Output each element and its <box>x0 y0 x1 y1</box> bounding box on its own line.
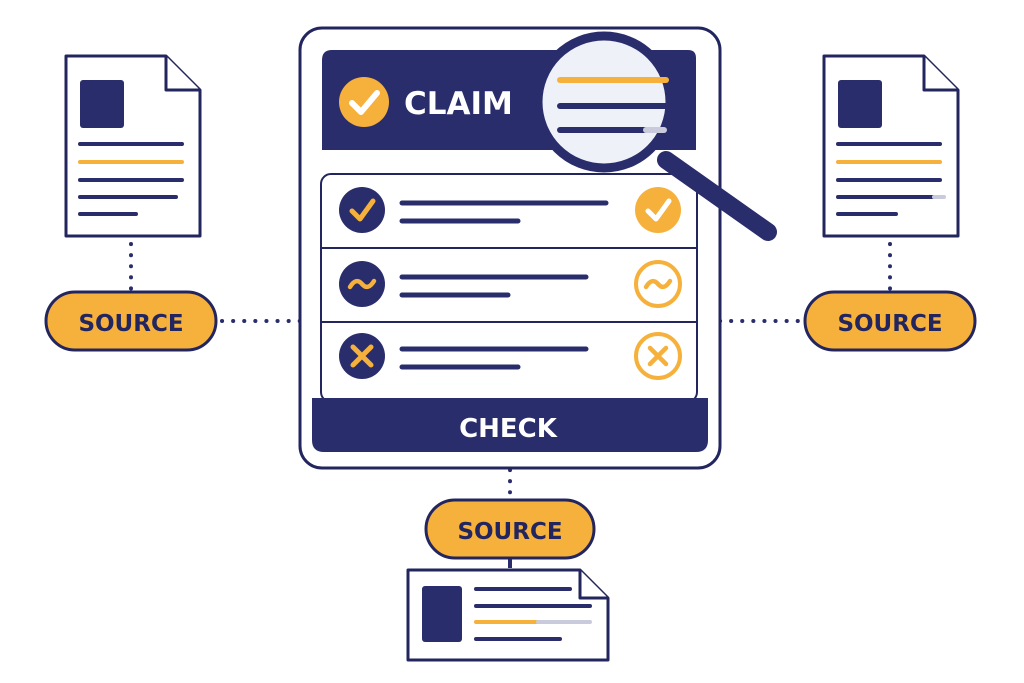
source-pill-left[interactable]: SOURCE <box>44 290 218 352</box>
claim-check-icon <box>339 77 389 127</box>
document-icon <box>406 568 610 662</box>
source-label: SOURCE <box>837 311 942 337</box>
check-icon <box>339 187 385 233</box>
document-icon <box>64 54 202 238</box>
claim-row-supported[interactable] <box>339 187 681 233</box>
connectors <box>129 242 892 500</box>
claim-row-refuted[interactable] <box>339 332 682 380</box>
check-icon <box>635 187 681 233</box>
claim-row-partial[interactable] <box>339 260 682 308</box>
claim-title: CLAIM <box>404 86 513 122</box>
source-label: SOURCE <box>78 311 183 337</box>
check-button-label: CHECK <box>459 414 558 444</box>
source-label: SOURCE <box>457 519 562 545</box>
source-pill-right[interactable]: SOURCE <box>803 290 977 352</box>
document-icon <box>822 54 960 238</box>
check-button[interactable]: CHECK <box>312 398 708 452</box>
magnifying-glass-icon <box>533 31 777 241</box>
source-pill-bottom[interactable]: SOURCE <box>424 498 596 560</box>
